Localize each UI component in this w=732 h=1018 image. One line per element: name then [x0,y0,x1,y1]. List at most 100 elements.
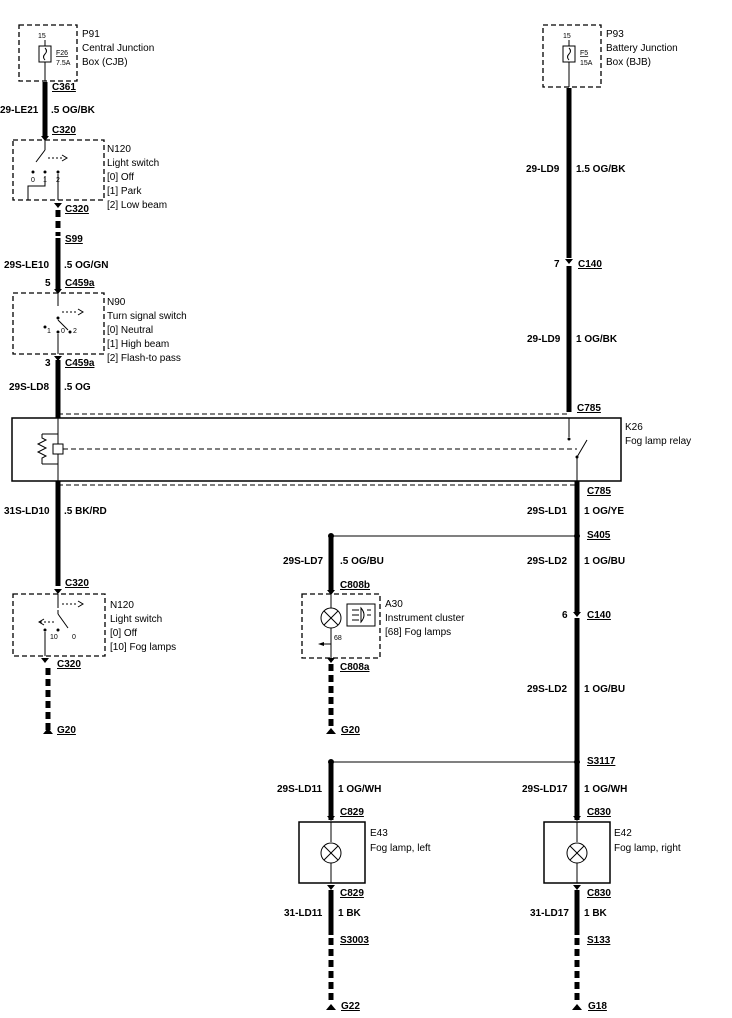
wire-label-circuit: 31-LD11 [284,908,323,919]
connector-c361: C361 [52,82,76,93]
wire-label-circuit: 31-LD17 [530,908,569,919]
wire-label-spec: 1 BK [584,908,608,919]
p93-fuse-id: F5 [580,50,588,57]
splice-s133: S133 [587,935,611,946]
wire-label-spec: 1 OG/BU [584,684,625,695]
ground-icon [572,1004,582,1010]
n120-lower-state-1: [10] Fog lamps [110,642,176,653]
ground-g22: G22 [341,1001,360,1012]
pin-6: 6 [562,610,568,621]
switch-pos-0: 0 [61,328,65,335]
n90-name: Turn signal switch [107,311,187,322]
ground-icon [326,728,336,734]
n90-state-0: [0] Neutral [107,325,153,336]
fuse-icon [38,40,52,81]
p91-name-1: Central Junction [82,43,154,54]
n120-lower-id: N120 [110,600,134,611]
p93-id: P93 [606,29,624,40]
connector-arrow-icon [41,658,49,663]
n90-id: N90 [107,297,126,308]
switch-pos-1: 1 [47,328,51,335]
wire-label-circuit: 29S-LD7 [283,556,323,567]
connector-c785: C785 [587,486,611,497]
e42-fog-lamp-right: E42 Fog lamp, right [543,821,681,884]
wire-label-spec: .5 OG/BU [340,556,384,567]
n120-lower-state-0: [0] Off [110,628,137,639]
n90-state-2: [2] Flash-to pass [107,353,181,364]
connector-c140: C140 [587,610,611,621]
wire-label-spec: 1 OG/BU [584,556,625,567]
pin-7: 7 [554,259,560,270]
connector-arrow-icon [327,816,335,821]
connector-c320: C320 [65,204,89,215]
n120-state-0: [0] Off [107,172,134,183]
connector-arrow-icon [565,259,573,264]
n120-id: N120 [107,144,131,155]
wire-label-circuit: 29-LD9 [526,164,560,175]
n120-light-switch-upper: 0 1 2 N120 Light switch [0] Off [1] Park… [12,139,167,211]
wire-label-spec: 1 OG/WH [338,784,381,795]
e42-name: Fog lamp, right [614,843,681,854]
connector-arrow-icon [327,658,335,663]
n90-turn-signal-switch: 1 0 2 N90 Turn signal switch [0] Neutral… [12,292,187,364]
wire-label-spec: 1 OG/BK [576,334,618,345]
fuse-icon [562,40,576,87]
k26-id: K26 [625,422,643,433]
wire-label-circuit: 31S-LD10 [4,506,50,517]
p91-fuse-rating: 7.5A [56,60,71,67]
resistor-icon [36,434,48,464]
n90-state-1: [1] High beam [107,339,169,350]
e42-id: E42 [614,828,632,839]
n120-lower-name: Light switch [110,614,162,625]
connector-arrow-icon [573,885,581,890]
p93-name-2: Box (BJB) [606,57,651,68]
wire-label-spec: .5 OG/GN [64,260,108,271]
connector-c320: C320 [52,125,76,136]
a30-id: A30 [385,599,403,610]
connector-arrow-icon [41,136,49,141]
wire-label-spec: 1.5 OG/BK [576,164,626,175]
splice-s405: S405 [587,530,611,541]
wire-label-circuit: 29S-LD17 [522,784,568,795]
p91-pin: 15 [38,33,46,40]
relay-coil-icon [52,443,64,455]
wire-label-circuit: 29S-LD8 [9,382,49,393]
splice-s3003: S3003 [340,935,369,946]
switch-contact-icon [57,319,69,331]
connector-c785: C785 [577,403,601,414]
e43-fog-lamp-left: E43 Fog lamp, left [298,821,431,884]
p91-outline [18,24,78,82]
p93-name-1: Battery Junction [606,43,678,54]
splice-s99: S99 [65,234,83,245]
connector-arrow-icon [54,356,62,361]
a30-outline [301,593,381,659]
n120-light-switch-lower: 10 0 N120 Light switch [0] Off [10] Fog … [12,593,176,657]
p91-name-2: Box (CJB) [82,57,128,68]
n120-state-2: [2] Low beam [107,200,167,211]
connector-c320: C320 [57,659,81,670]
switch-pos-0: 0 [31,177,35,184]
connector-c459a: C459a [65,278,95,289]
ground-g20: G20 [341,725,360,736]
wire-label-circuit: 29-LD9 [527,334,561,345]
p93-battery-junction-box: 15 F5 15A P93 Battery Junction Box (BJB) [542,24,678,88]
n90-outline [12,292,105,355]
connector-c808a: C808a [340,662,370,673]
switch-pos-10: 10 [50,634,58,641]
ground-g18: G18 [588,1001,607,1012]
wire-label-circuit: 29S-LD2 [527,684,567,695]
wire-label-circuit: 29S-LD11 [277,784,322,795]
p91-id: P91 [82,29,100,40]
p93-pin: 15 [563,33,571,40]
k26-name: Fog lamp relay [625,436,691,447]
wire-label-spec: .5 OG [64,382,91,393]
p91-fuse-id: F26 [56,50,68,57]
e43-id: E43 [370,828,388,839]
connector-c829: C829 [340,888,364,899]
connector-arrow-icon [54,289,62,294]
p93-fuse-rating: 15A [580,60,593,67]
connector-c140: C140 [578,259,602,270]
pin-5: 5 [45,278,51,289]
n120-lower-outline [12,593,106,657]
wire-label-spec: 1 BK [338,908,362,919]
